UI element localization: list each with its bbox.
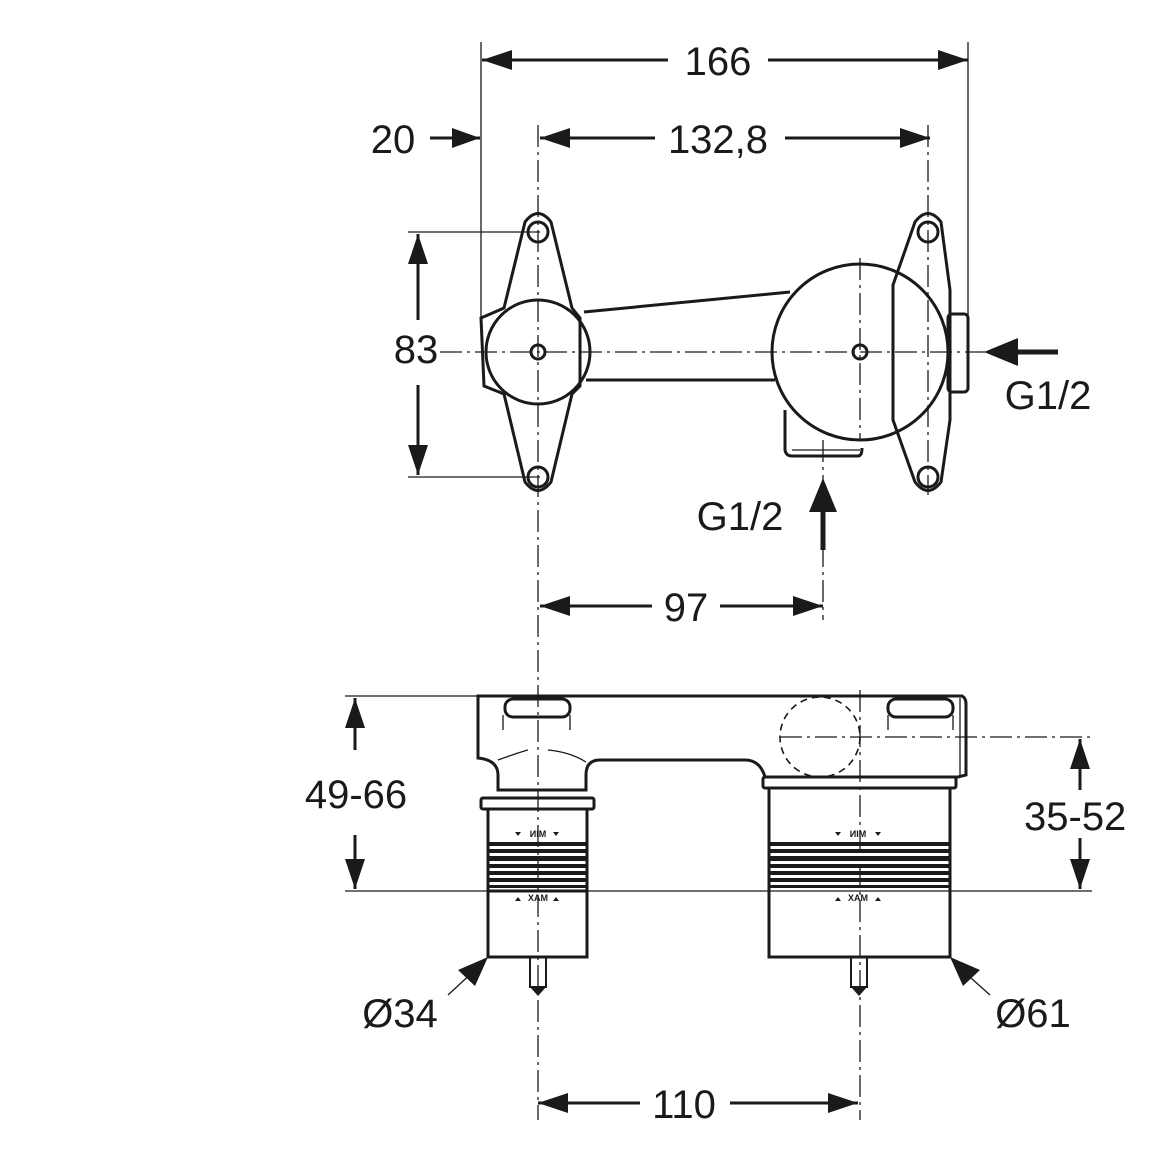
dim-inlet-offset: 97 <box>540 586 823 630</box>
max-mark-right: MAX <box>848 893 868 903</box>
dim-diameter-left: Ø34 <box>362 957 488 1036</box>
left-cylinder: MIN MAX <box>479 796 596 996</box>
front-view: MIN MAX MIN MAX <box>345 690 1095 1120</box>
dim-label-110: 110 <box>652 1083 716 1127</box>
min-mark-right: MIN <box>850 829 867 839</box>
inlet-right: G1/2 <box>984 338 1091 418</box>
dim-label-97: 97 <box>664 586 709 630</box>
inlet-bottom: G1/2 <box>697 478 837 550</box>
dim-mount-height: 83 <box>394 234 439 475</box>
dim-label-d61: Ø61 <box>995 992 1071 1036</box>
max-mark-left: MAX <box>528 893 548 903</box>
dim-depth-left: 49-66 <box>305 698 407 889</box>
dim-label-d34: Ø34 <box>362 992 438 1036</box>
right-mount-bracket <box>891 212 952 492</box>
dim-label-49-66: 49-66 <box>305 773 407 817</box>
right-cylinder: MIN MAX <box>761 775 958 996</box>
dim-diameter-right: Ø61 <box>950 957 1071 1036</box>
dim-depth-right: 35-52 <box>1024 739 1126 889</box>
dim-mount-spacing: 132,8 <box>540 118 930 162</box>
dim-overall-width: 166 <box>482 40 968 84</box>
left-mount-bracket <box>479 212 582 492</box>
dim-label-132-8: 132,8 <box>668 118 768 162</box>
min-mark-left: MIN <box>530 829 547 839</box>
inlet-bottom-label: G1/2 <box>697 495 784 539</box>
top-view <box>408 42 985 1120</box>
inlet-right-label: G1/2 <box>1005 374 1092 418</box>
dim-label-20: 20 <box>371 118 416 162</box>
dim-label-83: 83 <box>394 328 439 372</box>
dim-label-166: 166 <box>685 40 752 84</box>
left-valve-body <box>484 298 592 406</box>
dim-edge-offset: 20 <box>371 118 480 162</box>
dim-outlet-spacing: 110 <box>538 1083 858 1127</box>
dim-label-35-52: 35-52 <box>1024 795 1126 839</box>
